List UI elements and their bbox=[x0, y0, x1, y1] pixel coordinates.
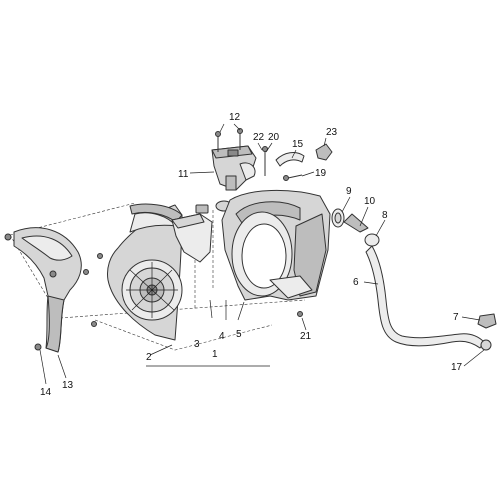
callout-3: 3 bbox=[194, 339, 200, 350]
fan-cover bbox=[107, 203, 183, 341]
callout-17: 17 bbox=[451, 362, 463, 373]
hose-icon bbox=[365, 245, 485, 349]
callout-14: 14 bbox=[40, 387, 52, 398]
callout-13: 13 bbox=[62, 380, 74, 391]
screw-icon bbox=[215, 128, 303, 317]
left-side-cover bbox=[13, 227, 82, 353]
callout-19: 19 bbox=[315, 168, 327, 179]
callout-21: 21 bbox=[300, 331, 312, 342]
callout-4: 4 bbox=[219, 331, 225, 342]
hose-icon bbox=[275, 152, 305, 167]
clip-icon bbox=[477, 313, 497, 351]
callout-1: 1 bbox=[212, 349, 218, 360]
callout-2: 2 bbox=[146, 352, 152, 363]
leader-lines bbox=[39, 123, 485, 385]
hose-connector bbox=[331, 208, 380, 247]
gasket-plate bbox=[171, 213, 213, 263]
callout-7: 7 bbox=[453, 312, 459, 323]
callout-23: 23 bbox=[326, 127, 338, 138]
callout-12: 12 bbox=[229, 112, 241, 123]
callout-6: 6 bbox=[353, 277, 359, 288]
callout-8: 8 bbox=[382, 210, 388, 221]
callout-11: 11 bbox=[178, 169, 189, 180]
valve-icon bbox=[211, 145, 257, 191]
callout-15: 15 bbox=[292, 139, 304, 150]
screw-icon bbox=[83, 253, 103, 327]
screw-icon bbox=[4, 233, 57, 351]
callout-9: 9 bbox=[346, 186, 352, 197]
air-shroud-housing bbox=[221, 189, 331, 301]
callout-5: 5 bbox=[236, 329, 242, 340]
callout-20: 20 bbox=[268, 132, 280, 143]
clip-icon bbox=[315, 143, 333, 161]
callout-22: 22 bbox=[253, 132, 265, 143]
callout-labels: 12 11 22 20 15 23 19 9 10 8 6 7 17 21 13… bbox=[40, 112, 463, 398]
callout-10: 10 bbox=[364, 196, 376, 207]
